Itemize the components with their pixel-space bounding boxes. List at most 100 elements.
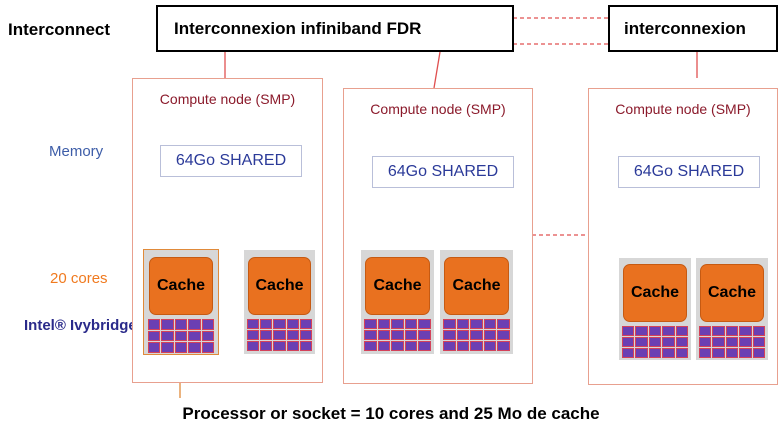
cpu-core [648,348,662,358]
cpu-core [456,319,470,329]
cpu-core [188,330,201,342]
cpu-core [662,337,675,347]
cpu-core [622,326,635,336]
cpu-core [712,348,725,358]
cpu-core [725,348,739,358]
interconnect-right-box: interconnexion [608,5,778,52]
cpu-core [201,342,214,353]
core-grid [621,325,689,359]
cpu-core [675,326,688,336]
cpu-core [699,337,712,347]
socket-2: Cache [244,250,315,354]
cpu-core [622,348,635,358]
cpu-core [470,341,483,351]
caption: Processor or socket = 10 cores and 25 Mo… [182,404,600,423]
cache-block: Cache [365,257,430,315]
cpu-core [188,342,201,353]
cpu-core [273,319,286,329]
cpu-core [391,341,404,351]
cpu-core [418,330,431,340]
socket-1: Cache [361,250,434,354]
compute-node-2: Compute node (SMP) 64Go SHARED Cache Cac… [343,88,533,384]
cpu-core [635,326,648,336]
cpu-core [174,319,188,330]
cpu-core [364,341,377,351]
cpu-core [273,330,286,340]
node-title: Compute node (SMP) [615,101,751,117]
memory-box: 64Go SHARED [618,156,760,188]
cpu-core [712,337,725,347]
cache-block: Cache [623,264,687,322]
cpu-core [299,341,312,351]
cpu-core [675,348,688,358]
cpu-core [377,319,391,329]
cpu-core [161,342,174,353]
cpu-core [712,326,725,336]
cpu-core [247,330,260,340]
cpu-core [456,341,470,351]
cpu-core [418,319,431,329]
cpu-core [188,319,201,330]
cpu-core [273,341,286,351]
compute-node-3: Compute node (SMP) 64Go SHARED Cache Cac… [588,88,778,385]
cpu-core [470,330,483,340]
cpu-core [648,326,662,336]
cpu-core [739,326,752,336]
cpu-core [148,330,161,342]
cpu-core [699,326,712,336]
cpu-core [622,337,635,347]
cpu-core [662,348,675,358]
socket-1: Cache [143,249,219,355]
cpu-core [299,330,312,340]
cpu-core [752,337,765,347]
cpu-core [161,319,174,330]
cpu-core [699,348,712,358]
cpu-core [364,319,377,329]
socket-1: Cache [619,258,691,360]
cpu-core [443,330,456,340]
cpu-core [752,348,765,358]
node-title: Compute node (SMP) [159,91,296,107]
core-grid [698,325,766,359]
node-title: Compute node (SMP) [370,101,506,117]
cores-label: 20 cores [50,270,108,287]
memory-box: 64Go SHARED [372,156,514,188]
cpu-core [470,319,483,329]
cpu-core [201,319,214,330]
cpu-core [404,341,418,351]
cpu-core [174,342,188,353]
memory-box: 64Go SHARED [160,145,302,177]
socket-2: Cache [696,258,768,360]
cache-block: Cache [444,257,509,315]
node2-uplink [433,51,441,89]
cpu-core [725,337,739,347]
processor-label: Intel® Ivybridge [24,317,137,334]
cpu-core [286,319,299,329]
cpu-core [377,341,391,351]
cpu-core [418,341,431,351]
cpu-core [148,319,161,330]
cpu-core [443,341,456,351]
core-grid [363,318,432,352]
interconnect-label: Interconnect [8,20,111,39]
cpu-core [483,341,497,351]
cpu-core [456,330,470,340]
cpu-core [286,341,299,351]
cpu-core [260,341,273,351]
cpu-core [299,319,312,329]
cpu-core [662,326,675,336]
cpu-core [675,337,688,347]
cpu-core [739,337,752,347]
cpu-core [483,330,497,340]
cpu-core [260,330,273,340]
interconnect-right-text: interconnexion [624,18,746,38]
core-grid [147,318,215,354]
cache-block: Cache [700,264,764,322]
interconnect-main-text: Interconnexion infiniband FDR [174,18,422,38]
cpu-core [364,330,377,340]
memory-label: Memory [49,143,104,160]
cpu-core [739,348,752,358]
cpu-core [148,342,161,353]
cpu-core [497,319,510,329]
cpu-core [247,319,260,329]
